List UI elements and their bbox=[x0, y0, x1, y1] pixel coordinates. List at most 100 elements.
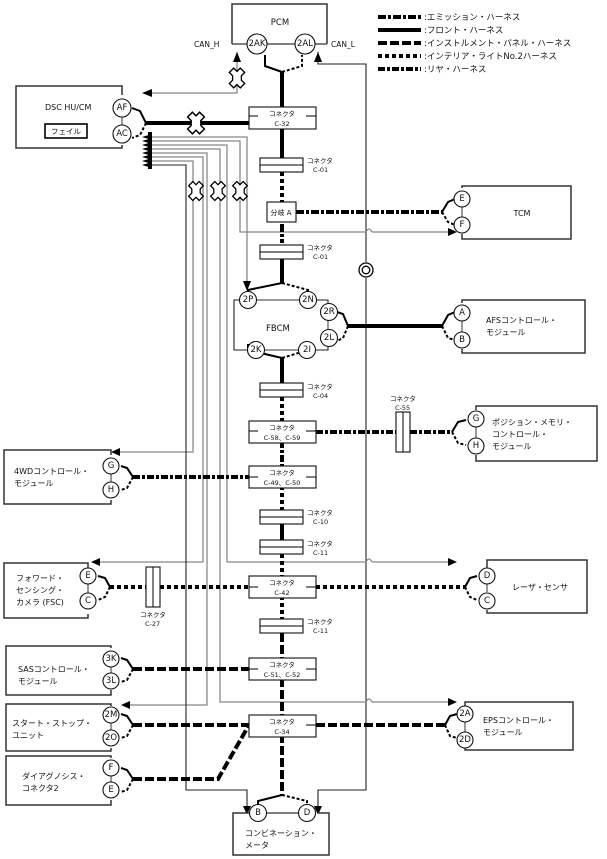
c42-title: コネクタ bbox=[269, 578, 295, 587]
pin-g-4wd bbox=[102, 457, 120, 475]
module-tcm: TCM E F bbox=[453, 185, 572, 240]
disconnect-marks bbox=[186, 67, 249, 202]
c11b-title: コネクタ bbox=[307, 617, 333, 626]
c04-title: コネクタ bbox=[307, 382, 333, 391]
legend-front-label: :フロント・ハーネス bbox=[424, 26, 503, 36]
arrow-pcm-canh bbox=[233, 52, 241, 62]
pin-c-laser bbox=[478, 592, 496, 610]
afs-label-line2: モジュール bbox=[486, 328, 525, 337]
pin-f-diag bbox=[102, 759, 120, 777]
sas-label-line1: SASコントロール・ bbox=[18, 665, 90, 674]
c34-title: コネクタ bbox=[269, 717, 295, 726]
c5859-title: コネクタ bbox=[269, 423, 295, 432]
disconnect-x-icon bbox=[231, 180, 249, 202]
fail-indicator bbox=[44, 123, 88, 139]
c11a-title: コネクタ bbox=[307, 539, 333, 548]
pcm-can-h-label: CAN_H bbox=[194, 40, 219, 49]
wire-canl-combi bbox=[317, 278, 367, 806]
branch-a: 分岐 A bbox=[266, 201, 297, 223]
pin-2i bbox=[297, 340, 317, 360]
c5152-id: C-51、C-52 bbox=[264, 671, 301, 679]
arrow-laser bbox=[448, 558, 457, 566]
disconnect-x-icon bbox=[187, 180, 205, 202]
pin-h-label: H bbox=[473, 441, 479, 451]
c01b-title: コネクタ bbox=[307, 243, 333, 252]
module-eps: EPSコントロール・ モジュール 2A 2D bbox=[456, 701, 574, 751]
pin-2k-label: 2K bbox=[251, 345, 262, 355]
pin-c-fsc bbox=[79, 592, 97, 610]
pin-2o bbox=[102, 729, 120, 747]
pin-d-combi-label: D bbox=[304, 808, 311, 818]
connector-c32: コネクタ C-32 bbox=[248, 106, 317, 130]
pin-d-laser-label: D bbox=[484, 571, 491, 581]
wire-bundle-combi bbox=[152, 164, 248, 806]
harness-diag-c34 bbox=[133, 724, 251, 781]
combi-label-line1: コンビネーション・ bbox=[245, 829, 317, 838]
pin-2r bbox=[319, 302, 339, 322]
pin-e-fsc bbox=[79, 567, 97, 585]
c10-title: コネクタ bbox=[307, 508, 333, 517]
connector-c10: コネクタ C-10 bbox=[259, 508, 333, 526]
c4950-title: コネクタ bbox=[269, 468, 295, 477]
connector-c49-c50: コネクタ C-49、C-50 bbox=[248, 465, 317, 489]
4wd-label-line1: 4WDコントロール・ bbox=[14, 467, 89, 476]
pin-2m-label: 2M bbox=[105, 710, 118, 720]
pin-e-diag-label: E bbox=[108, 785, 113, 795]
pin-af-label: AF bbox=[117, 103, 128, 113]
posmem-label-line2: コントロール・ bbox=[492, 430, 548, 439]
c11b-id: C-11 bbox=[313, 627, 328, 635]
pin-c-laser-label: C bbox=[484, 596, 490, 606]
connector-c51-c52: コネクタ C-51、C-52 bbox=[248, 657, 317, 681]
pin-h-4wd-label: H bbox=[108, 485, 114, 495]
module-fbcm: FBCM 2P 2N 2R 2L 2K 2I bbox=[233, 290, 339, 360]
pin-h bbox=[467, 437, 485, 455]
connector-c01-lower: コネクタ C-01 bbox=[259, 243, 333, 261]
pin-d-laser bbox=[478, 567, 496, 585]
ground-symbol-inner bbox=[361, 265, 371, 275]
module-position-memory: ポジション・メモリ・ コントロール・ モジュール G H bbox=[467, 405, 598, 462]
pin-b-combi bbox=[248, 803, 268, 823]
pin-g-4wd-label: G bbox=[108, 461, 115, 471]
arrow-tcm bbox=[448, 228, 457, 236]
module-fsc: フォワード・ センシング・ カメラ (FSC) E C bbox=[3, 562, 97, 619]
posmem-label-line1: ポジション・メモリ・ bbox=[492, 418, 572, 427]
wire-hop bbox=[365, 698, 373, 703]
c32-title: コネクタ bbox=[269, 109, 295, 118]
pin-e-label: E bbox=[459, 194, 464, 204]
pin-b-combi-label: B bbox=[255, 808, 261, 818]
disconnect-x-icon bbox=[186, 111, 206, 135]
wire-dsc-pcm bbox=[152, 52, 238, 94]
pin-f-diag-label: F bbox=[109, 763, 114, 773]
legend-interior-label: :インテリア・ライトNo.2ハーネス bbox=[424, 52, 557, 62]
c34-id: C-34 bbox=[274, 728, 289, 736]
module-sas: SASコントロール・ モジュール 3K 3L bbox=[5, 645, 120, 696]
pin-c-fsc-label: C bbox=[85, 596, 91, 606]
pin-a-label: A bbox=[459, 308, 465, 318]
legend-instrument-label: :インストルメント・パネル・ハーネス bbox=[424, 39, 571, 49]
pin-e bbox=[453, 190, 471, 208]
pin-2k bbox=[246, 340, 266, 360]
c4950-id: C-49、C-50 bbox=[264, 479, 301, 487]
wire-bundle-startstop bbox=[130, 152, 208, 706]
c01a-id: C-01 bbox=[313, 166, 328, 174]
sas-label-line2: モジュール bbox=[18, 677, 57, 686]
pin-2l bbox=[319, 328, 339, 348]
wire-hop bbox=[365, 228, 373, 233]
connector-c58-c59: コネクタ C-58、C-59 bbox=[248, 420, 317, 444]
c42-id: C-42 bbox=[274, 589, 289, 597]
diag-label-line2: コネクタ2 bbox=[22, 784, 59, 793]
pcm-label: PCM bbox=[271, 18, 289, 28]
fsc-label-line2: センシング・ bbox=[16, 585, 64, 595]
c5859-id: C-58、C-59 bbox=[264, 434, 301, 442]
arrow-pcm-canl bbox=[314, 52, 322, 62]
grey-signal-wires bbox=[91, 52, 457, 815]
module-pcm: PCM CAN_H CAN_L 2AK 2AL bbox=[194, 3, 356, 55]
arrow-combi-d bbox=[314, 806, 322, 815]
pin-g bbox=[467, 410, 485, 428]
fail-label: フェイル bbox=[51, 127, 81, 136]
pin-af bbox=[112, 98, 132, 118]
legend-emission-label: :エミッション・ハーネス bbox=[424, 13, 520, 23]
c5152-title: コネクタ bbox=[269, 660, 295, 669]
module-afs: AFSコントロール・ モジュール A B bbox=[453, 299, 586, 354]
pin-2p bbox=[238, 290, 258, 310]
